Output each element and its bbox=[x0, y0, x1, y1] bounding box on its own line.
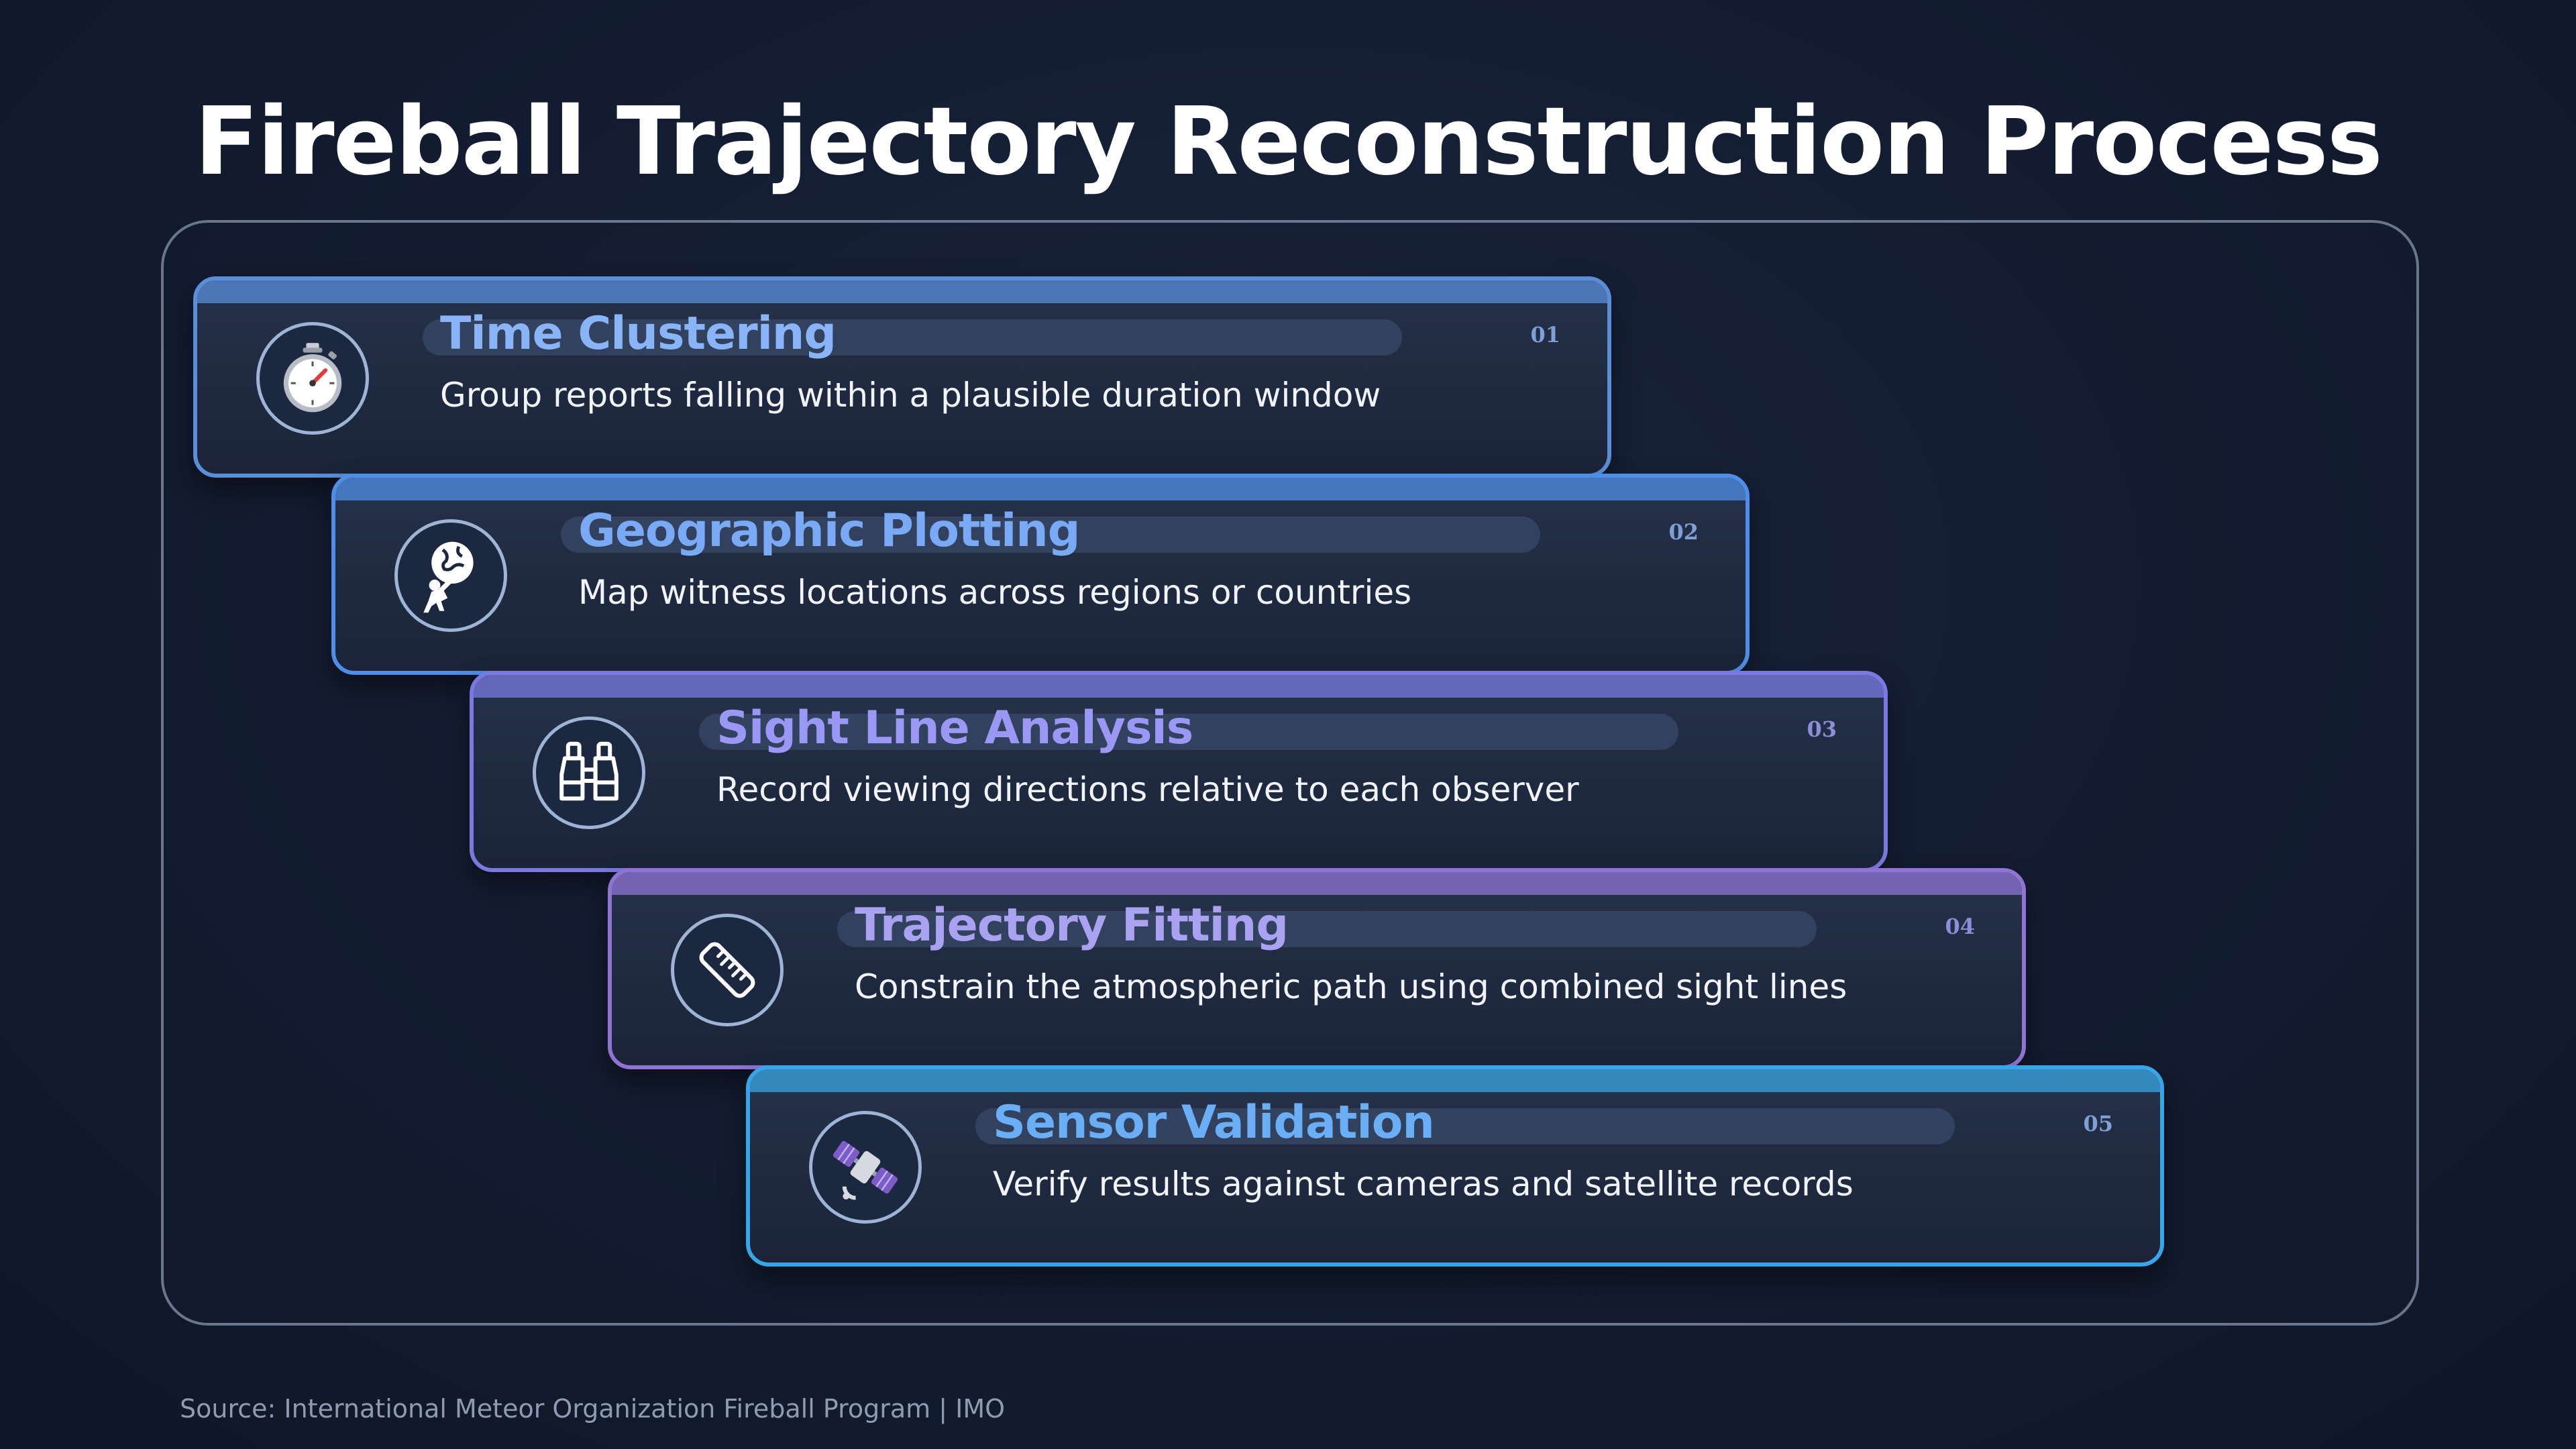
step-description: Verify results against cameras and satel… bbox=[993, 1165, 1854, 1203]
title-highlight bbox=[975, 1108, 1955, 1144]
title-highlight bbox=[699, 714, 1678, 750]
title-highlight bbox=[561, 517, 1540, 553]
step-title: Time Clustering bbox=[440, 307, 837, 360]
globe-person-icon bbox=[394, 519, 507, 632]
step-title: Trajectory Fitting bbox=[855, 899, 1289, 952]
step-card-1: Time Clustering Group reports falling wi… bbox=[193, 276, 1611, 478]
title-highlight bbox=[837, 911, 1817, 947]
card-topbar bbox=[335, 478, 1746, 500]
ruler-icon bbox=[671, 914, 784, 1026]
step-description: Group reports falling within a plausible… bbox=[440, 376, 1381, 415]
satellite-icon bbox=[809, 1111, 922, 1224]
card-topbar bbox=[612, 872, 2022, 895]
source-note: Source: International Meteor Organizatio… bbox=[180, 1394, 1006, 1424]
step-description: Map witness locations across regions or … bbox=[578, 573, 1412, 612]
step-description: Record viewing directions relative to ea… bbox=[716, 770, 1579, 809]
step-card-3: Sight Line Analysis Record viewing direc… bbox=[470, 671, 1888, 872]
card-topbar bbox=[750, 1069, 2160, 1092]
step-number: 03 bbox=[1807, 716, 1837, 742]
step-description: Constrain the atmospheric path using com… bbox=[855, 967, 1847, 1006]
step-card-4: Trajectory Fitting Constrain the atmosph… bbox=[608, 868, 2026, 1069]
card-topbar bbox=[197, 280, 1607, 303]
step-title: Sight Line Analysis bbox=[716, 702, 1193, 755]
stopwatch-icon bbox=[256, 322, 369, 435]
page-title: Fireball Trajectory Reconstruction Proce… bbox=[194, 87, 2383, 197]
step-title: Sensor Validation bbox=[993, 1096, 1435, 1149]
title-highlight bbox=[423, 319, 1402, 356]
step-number: 01 bbox=[1530, 322, 1560, 347]
step-number: 02 bbox=[1668, 519, 1699, 545]
step-number: 04 bbox=[1945, 914, 1975, 939]
step-card-5: Sensor Validation Verify results against… bbox=[746, 1065, 2164, 1267]
step-number: 05 bbox=[2083, 1111, 2113, 1136]
step-title: Geographic Plotting bbox=[578, 504, 1080, 557]
step-card-2: Geographic Plotting Map witness location… bbox=[331, 474, 1750, 675]
binoculars-icon bbox=[533, 716, 645, 829]
card-topbar bbox=[474, 675, 1884, 698]
